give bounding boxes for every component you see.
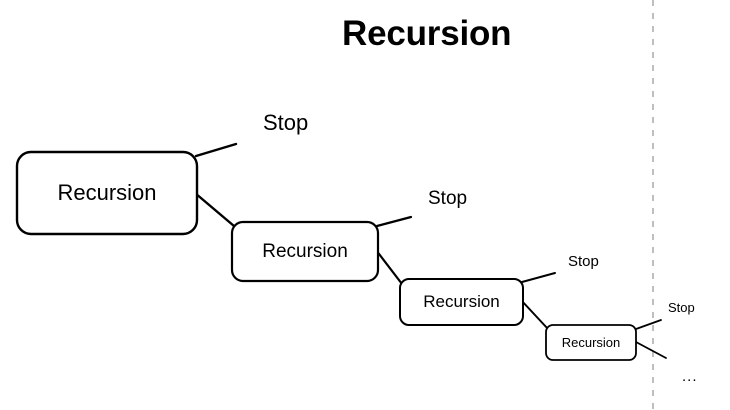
- recursion-link-4-next: [635, 341, 667, 359]
- stop-branch-line-1: [194, 142, 238, 158]
- recursion-node-2[interactable]: Recursion: [232, 222, 378, 281]
- stop-label-2: Stop: [428, 188, 468, 209]
- recursion-node-3[interactable]: Recursion: [400, 279, 523, 325]
- recursion-node-box-1[interactable]: [15, 150, 199, 236]
- stop-branch-line-2: [375, 215, 413, 228]
- recursion-node-label-4: Recursion: [561, 335, 621, 350]
- stop-label-3: Stop: [568, 253, 599, 270]
- recursion-node-box-4[interactable]: [545, 324, 637, 361]
- recursion-node-4[interactable]: Recursion: [546, 325, 636, 360]
- stop-label-4: Stop: [668, 300, 695, 315]
- recursion-node-box-2[interactable]: [230, 220, 380, 283]
- stop-branch-line-3: [521, 272, 556, 283]
- recursion-node-box-3[interactable]: [399, 278, 524, 326]
- recursion-node-label-2: Recursion: [262, 240, 348, 262]
- recursion-link-3-4: [520, 299, 549, 330]
- stop-branch-line-4: [635, 319, 662, 330]
- recursion-link-2-3: [374, 248, 404, 286]
- recursion-link-1-2: [193, 191, 236, 228]
- recursion-node-1[interactable]: Recursion: [17, 152, 197, 234]
- stop-label-1: Stop: [263, 110, 309, 135]
- page-title: Recursion: [342, 14, 512, 53]
- recursion-node-label-1: Recursion: [57, 180, 157, 205]
- recursion-node-label-3: Recursion: [423, 292, 500, 311]
- ellipsis-label: ...: [682, 368, 698, 385]
